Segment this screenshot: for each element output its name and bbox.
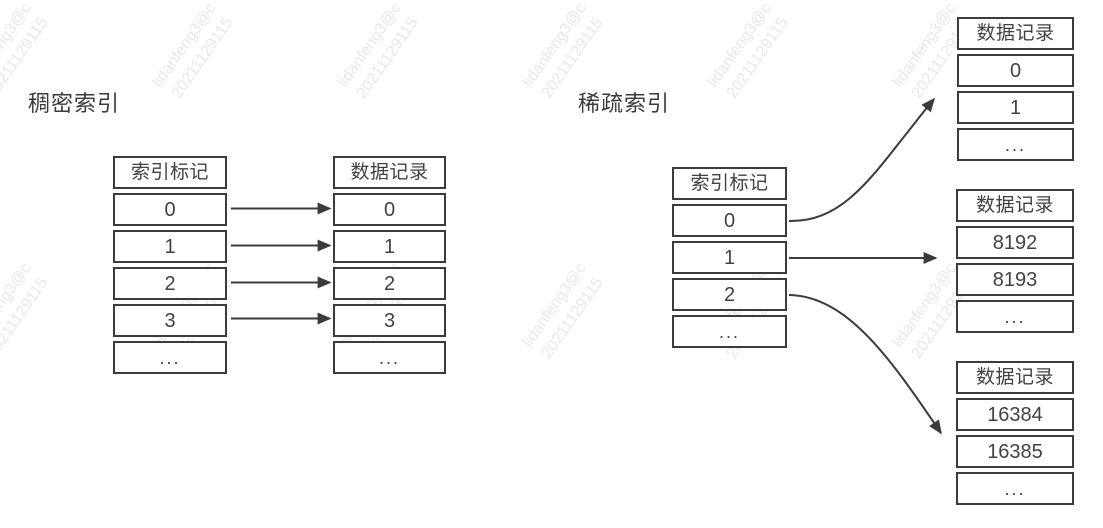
table-row-cell: ... — [957, 128, 1074, 161]
table-row-cell: 2 — [672, 278, 787, 311]
table-row-cell: 0 — [113, 193, 227, 226]
table-row-cell: 1 — [333, 230, 446, 263]
table-row-cell: ... — [956, 472, 1074, 505]
table-row-cell: 1 — [957, 91, 1074, 124]
sparse-data-table-1: 数据记录 8192 8193 ... — [956, 189, 1074, 333]
table-header-cell: 数据记录 — [956, 189, 1074, 222]
table-row-cell: 0 — [672, 204, 787, 237]
table-row-cell: ... — [113, 341, 227, 374]
table-row-cell: ... — [956, 300, 1074, 333]
table-row-cell: 8192 — [956, 226, 1074, 259]
sparse-index-table: 索引标记 0 1 2 ... — [672, 167, 787, 348]
table-header-cell: 数据记录 — [956, 361, 1074, 394]
sparse-data-table-0: 数据记录 0 1 ... — [957, 17, 1074, 161]
sparse-data-table-2: 数据记录 16384 16385 ... — [956, 361, 1074, 505]
table-row-cell: ... — [672, 315, 787, 348]
table-row-cell: 0 — [333, 193, 446, 226]
table-row-cell: 16384 — [956, 398, 1074, 431]
table-header-cell: 索引标记 — [672, 167, 787, 200]
dense-data-table: 数据记录 0 1 2 3 ... — [333, 156, 446, 374]
table-row-cell: 1 — [113, 230, 227, 263]
table-row-cell: 2 — [333, 267, 446, 300]
table-row-cell: 16385 — [956, 435, 1074, 468]
table-row-cell: 2 — [113, 267, 227, 300]
sparse-index-title: 稀疏索引 — [578, 91, 671, 116]
dense-index-title: 稠密索引 — [28, 91, 121, 116]
table-row-cell: 3 — [113, 304, 227, 337]
sparse-arrow-up-icon — [788, 97, 936, 223]
table-header-cell: 数据记录 — [333, 156, 446, 189]
table-header-cell: 数据记录 — [957, 17, 1074, 50]
table-header-cell: 索引标记 — [113, 156, 227, 189]
table-row-cell: 1 — [672, 241, 787, 274]
table-row-cell: 3 — [333, 304, 446, 337]
table-row-cell: ... — [333, 341, 446, 374]
table-row-cell: 0 — [957, 54, 1074, 87]
table-row-cell: 8193 — [956, 263, 1074, 296]
sparse-arrow-down-icon — [788, 294, 942, 435]
dense-index-table: 索引标记 0 1 2 3 ... — [113, 156, 227, 374]
